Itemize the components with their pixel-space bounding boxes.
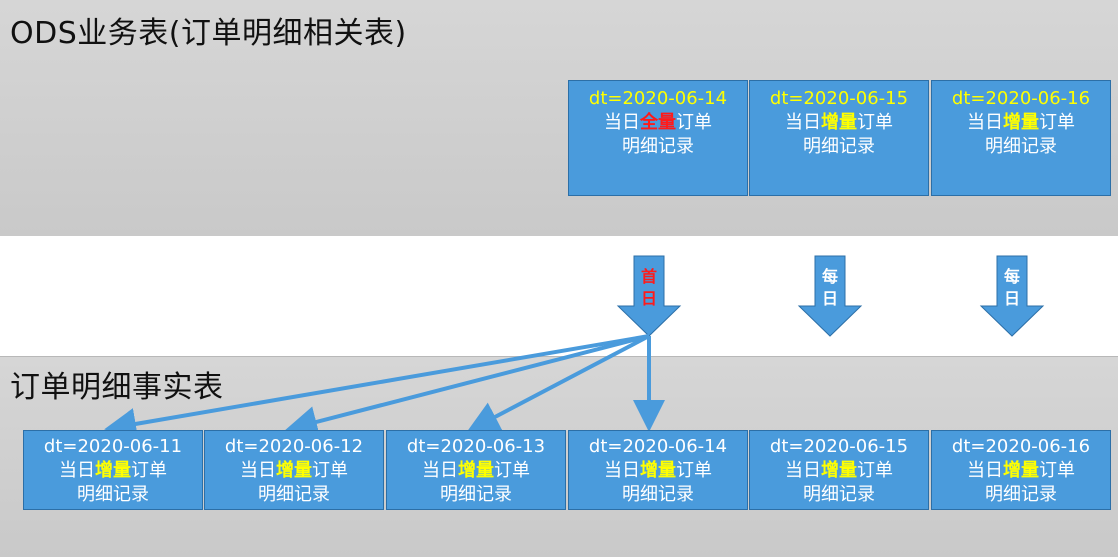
box-line3: 明细记录 (622, 136, 694, 157)
box-kind-incremental: 增量 (821, 112, 857, 133)
arrow-label-char: 首 (640, 267, 657, 286)
box-suffix: 订单 (312, 460, 348, 481)
box-line3: 明细记录 (803, 136, 875, 157)
box-prefix: 当日 (785, 460, 821, 481)
box-prefix: 当日 (422, 460, 458, 481)
ods-box-0615: dt=2020-06-15 当日增量订单 明细记录 (749, 80, 929, 196)
box-suffix: 订单 (676, 460, 712, 481)
daily-arrow-shape-2 (979, 255, 1045, 337)
daily-arrow-label-2: 每 日 (997, 266, 1027, 310)
box-suffix: 订单 (857, 112, 893, 133)
box-kind-incremental: 增量 (1003, 460, 1039, 481)
box-kind-incremental: 增量 (1003, 112, 1039, 133)
box-prefix: 当日 (604, 112, 640, 133)
fact-box-0613: dt=2020-06-13 当日增量订单 明细记录 (386, 430, 566, 510)
fact-box-0611: dt=2020-06-11 当日增量订单 明细记录 (23, 430, 203, 510)
box-prefix: 当日 (604, 460, 640, 481)
box-line3: 明细记录 (803, 484, 875, 505)
box-date: dt=2020-06-12 (224, 436, 364, 457)
fact-box-0614: dt=2020-06-14 当日增量订单 明细记录 (568, 430, 748, 510)
arrow-label-char: 日 (821, 289, 838, 308)
box-prefix: 当日 (967, 460, 1003, 481)
box-line3: 明细记录 (985, 484, 1057, 505)
box-prefix: 当日 (785, 112, 821, 133)
box-suffix: 订单 (494, 460, 530, 481)
box-date: dt=2020-06-11 (43, 436, 183, 457)
box-suffix: 订单 (676, 112, 712, 133)
box-date: dt=2020-06-15 (769, 88, 909, 109)
box-kind-incremental: 增量 (640, 460, 676, 481)
box-line3: 明细记录 (258, 484, 330, 505)
daily-arrow-label-1: 每 日 (815, 266, 845, 310)
ods-section-title: ODS业务表(订单明细相关表) (10, 16, 407, 51)
box-suffix: 订单 (1039, 112, 1075, 133)
arrow-label-char: 每 (821, 267, 838, 286)
box-date: dt=2020-06-16 (951, 88, 1091, 109)
split-line-to-0612 (285, 334, 650, 438)
split-line-to-0611 (104, 334, 650, 440)
arrow-label-char: 每 (1003, 267, 1020, 286)
box-suffix: 订单 (857, 460, 893, 481)
box-kind-incremental: 增量 (276, 460, 312, 481)
fact-box-0612: dt=2020-06-12 当日增量订单 明细记录 (204, 430, 384, 510)
box-kind-incremental: 增量 (821, 460, 857, 481)
box-prefix: 当日 (967, 112, 1003, 133)
ods-box-0614: dt=2020-06-14 当日全量订单 明细记录 (568, 80, 748, 196)
fact-box-0615: dt=2020-06-15 当日增量订单 明细记录 (749, 430, 929, 510)
box-prefix: 当日 (59, 460, 95, 481)
arrow-label-char: 日 (640, 289, 657, 308)
box-date: dt=2020-06-16 (951, 436, 1091, 457)
box-kind-incremental: 增量 (458, 460, 494, 481)
box-line3: 明细记录 (985, 136, 1057, 157)
box-date: dt=2020-06-14 (588, 88, 728, 109)
ods-box-0616: dt=2020-06-16 当日增量订单 明细记录 (931, 80, 1111, 196)
box-date: dt=2020-06-15 (769, 436, 909, 457)
first-day-arrow-label: 首 日 (634, 266, 664, 310)
box-date: dt=2020-06-13 (406, 436, 546, 457)
box-line3: 明细记录 (440, 484, 512, 505)
box-line3: 明细记录 (622, 484, 694, 505)
box-suffix: 订单 (1039, 460, 1075, 481)
fact-box-0616: dt=2020-06-16 当日增量订单 明细记录 (931, 430, 1111, 510)
box-date: dt=2020-06-14 (588, 436, 728, 457)
split-line-to-0613 (466, 334, 650, 432)
arrow-label-char: 日 (1003, 289, 1020, 308)
box-line3: 明细记录 (77, 484, 149, 505)
box-kind-full: 全量 (640, 112, 676, 133)
first-day-arrow-shape (616, 255, 682, 337)
box-prefix: 当日 (240, 460, 276, 481)
fact-section-title: 订单明细事实表 (10, 370, 224, 405)
box-suffix: 订单 (131, 460, 167, 481)
box-kind-incremental: 增量 (95, 460, 131, 481)
daily-arrow-shape-1 (797, 255, 863, 337)
